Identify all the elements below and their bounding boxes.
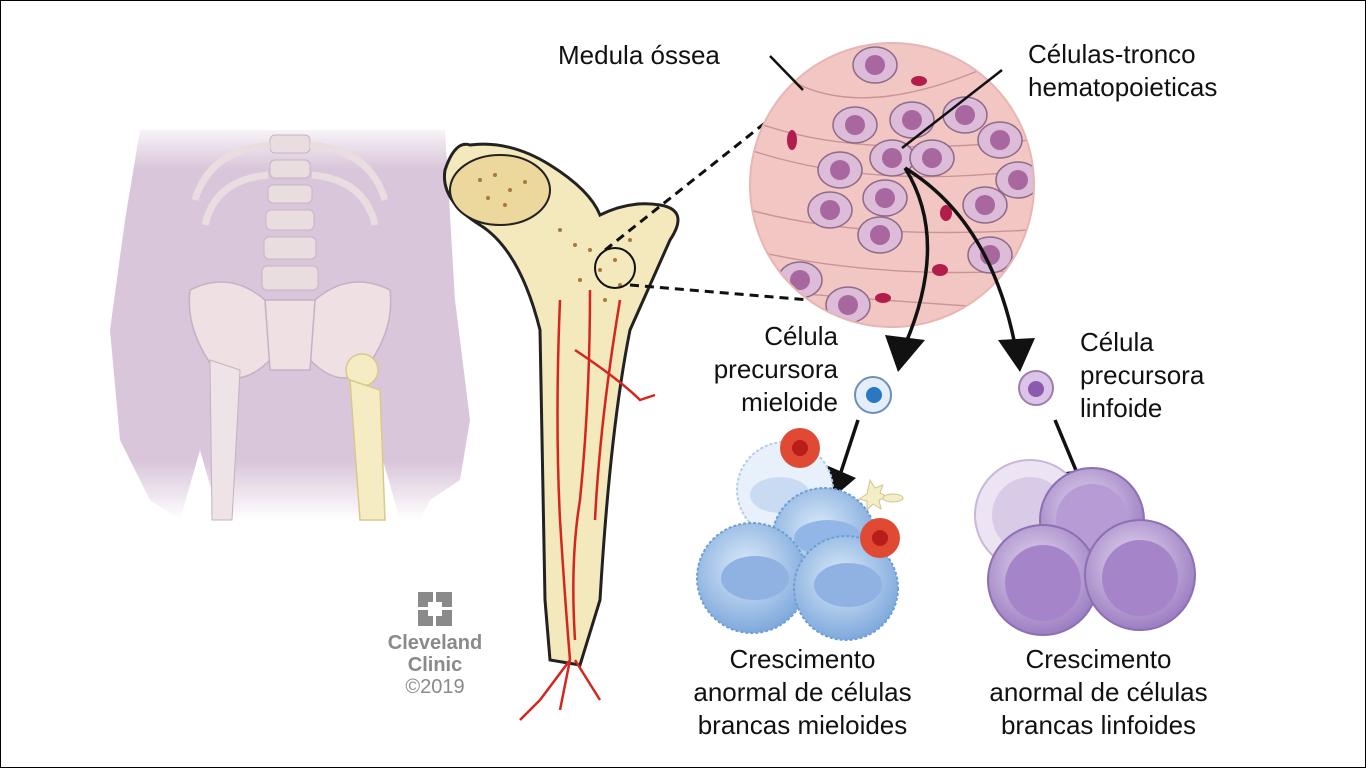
cleveland-clinic-cross-icon (418, 592, 452, 626)
label-stem-cells: Células-tronco hematopoieticas (1028, 39, 1218, 102)
label-myeloid-growth: Crescimento anormal de células brancas m… (693, 644, 912, 740)
lymphoid-precursor-cell (1018, 370, 1054, 406)
cleveland-clinic-logo: Cleveland Clinic ©2019 (380, 592, 490, 698)
marrow-focus-circle (594, 247, 636, 289)
ribs-icon (191, 141, 389, 226)
myeloid-precursor-cell (854, 376, 892, 414)
femoral-head (449, 154, 551, 226)
arrow-to-myeloid (903, 167, 930, 346)
label-myeloid-precursor: Célula precursora mieloide (713, 321, 838, 417)
blood-vessels (519, 289, 656, 721)
lineage-arrows (838, 166, 1082, 481)
femur-left-icon (209, 359, 241, 521)
femur-bone (442, 142, 680, 721)
logo-brand-line1: Cleveland (387, 632, 483, 654)
marrow-magnified-view (749, 42, 1035, 328)
logo-brand-line2: Clinic (407, 654, 463, 676)
label-bone-marrow: Medula óssea (558, 40, 720, 70)
label-lymphoid-growth: Crescimento anormal de células brancas l… (989, 644, 1208, 740)
pelvis-icon (188, 281, 392, 379)
femur-right-highlight-icon (345, 353, 386, 521)
zoom-lines (604, 113, 811, 302)
spine-icon (261, 134, 319, 291)
body-silhouette (110, 130, 470, 521)
arrow-myeloid-growth (838, 419, 860, 476)
label-lymphoid-precursor: Célula precursora linfoide (1080, 327, 1205, 423)
arrow-to-lymphoid (904, 166, 1017, 346)
myeloid-cell-cluster (696, 428, 904, 641)
leader-lines (769, 55, 1003, 149)
lymphoid-cell-cluster (974, 459, 1196, 636)
spongy-bone-dots (478, 173, 632, 302)
logo-copyright: ©2019 (405, 676, 465, 698)
